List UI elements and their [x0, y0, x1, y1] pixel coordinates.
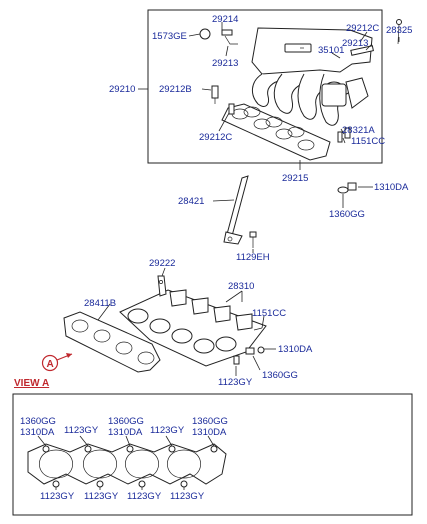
view-label-1310da-3: 1310DA [192, 427, 227, 438]
label-1573ge: 1573GE [152, 31, 187, 42]
label-29213-right: 29213 [342, 38, 368, 49]
label-29212c-low: 29212C [199, 132, 232, 143]
intake-manifold-lower [119, 275, 267, 367]
label-35101: 35101 [318, 45, 344, 56]
view-a-gasket [27, 443, 227, 488]
label-28411b: 28411B [84, 298, 116, 309]
upper-leaders [138, 22, 400, 170]
label-28321a: 28321A [342, 125, 375, 136]
label-28421: 28421 [178, 196, 204, 207]
label-1310da-right: 1310DA [374, 182, 409, 193]
label-29213-top: 29213 [212, 58, 238, 69]
view-label-1123gy-b4: 1123GY [170, 491, 205, 502]
callout-a [41, 353, 73, 372]
lower-leaders [97, 267, 276, 376]
view-label-1360gg-1: 1360GG [20, 416, 56, 427]
view-a-frame [12, 393, 413, 516]
upper-assembly-frame [147, 9, 383, 164]
label-1360gg-right: 1360GG [329, 209, 365, 220]
view-a-leaders [37, 435, 215, 490]
label-29214: 29214 [212, 14, 238, 25]
view-label-1310da-1: 1310DA [20, 427, 55, 438]
bolt-1129eh [249, 231, 257, 253]
label-1123gy-mid: 1123GY [218, 377, 253, 388]
label-1310da-mid: 1310DA [278, 344, 313, 355]
intake-manifold-upper [251, 27, 373, 126]
view-label-1123gy-1: 1123GY [64, 425, 99, 436]
label-1360gg-mid: 1360GG [262, 370, 298, 381]
label-1129eh: 1129EH [236, 252, 270, 263]
label-28310: 28310 [228, 281, 254, 292]
nut-washer-right [337, 182, 373, 208]
label-28325: 28325 [386, 25, 412, 36]
view-label-1123gy-b3: 1123GY [127, 491, 162, 502]
upper-gasket [221, 103, 331, 161]
label-1151cc-mid: 1151CC [252, 308, 286, 319]
lower-hardware [233, 327, 265, 365]
support-bracket-28421 [212, 175, 249, 245]
label-29212c-top: 29212C [346, 23, 379, 34]
view-label-1123gy-b2: 1123GY [84, 491, 119, 502]
label-29215: 29215 [282, 173, 308, 184]
callout-a-letter: A [47, 359, 54, 370]
view-label-1360gg-2: 1360GG [108, 416, 144, 427]
view-label-1123gy-2: 1123GY [150, 425, 185, 436]
view-label-1310da-2: 1310DA [108, 427, 143, 438]
lower-gasket-28411b [63, 311, 161, 373]
view-a-title: VIEW A [14, 378, 49, 389]
view-label-1123gy-b1: 1123GY [40, 491, 75, 502]
view-label-1360gg-3: 1360GG [192, 416, 228, 427]
label-29222: 29222 [149, 258, 175, 269]
label-29210: 29210 [109, 84, 135, 95]
label-1151cc-top: 1151CC [351, 136, 385, 147]
label-29212b: 29212B [159, 84, 192, 95]
